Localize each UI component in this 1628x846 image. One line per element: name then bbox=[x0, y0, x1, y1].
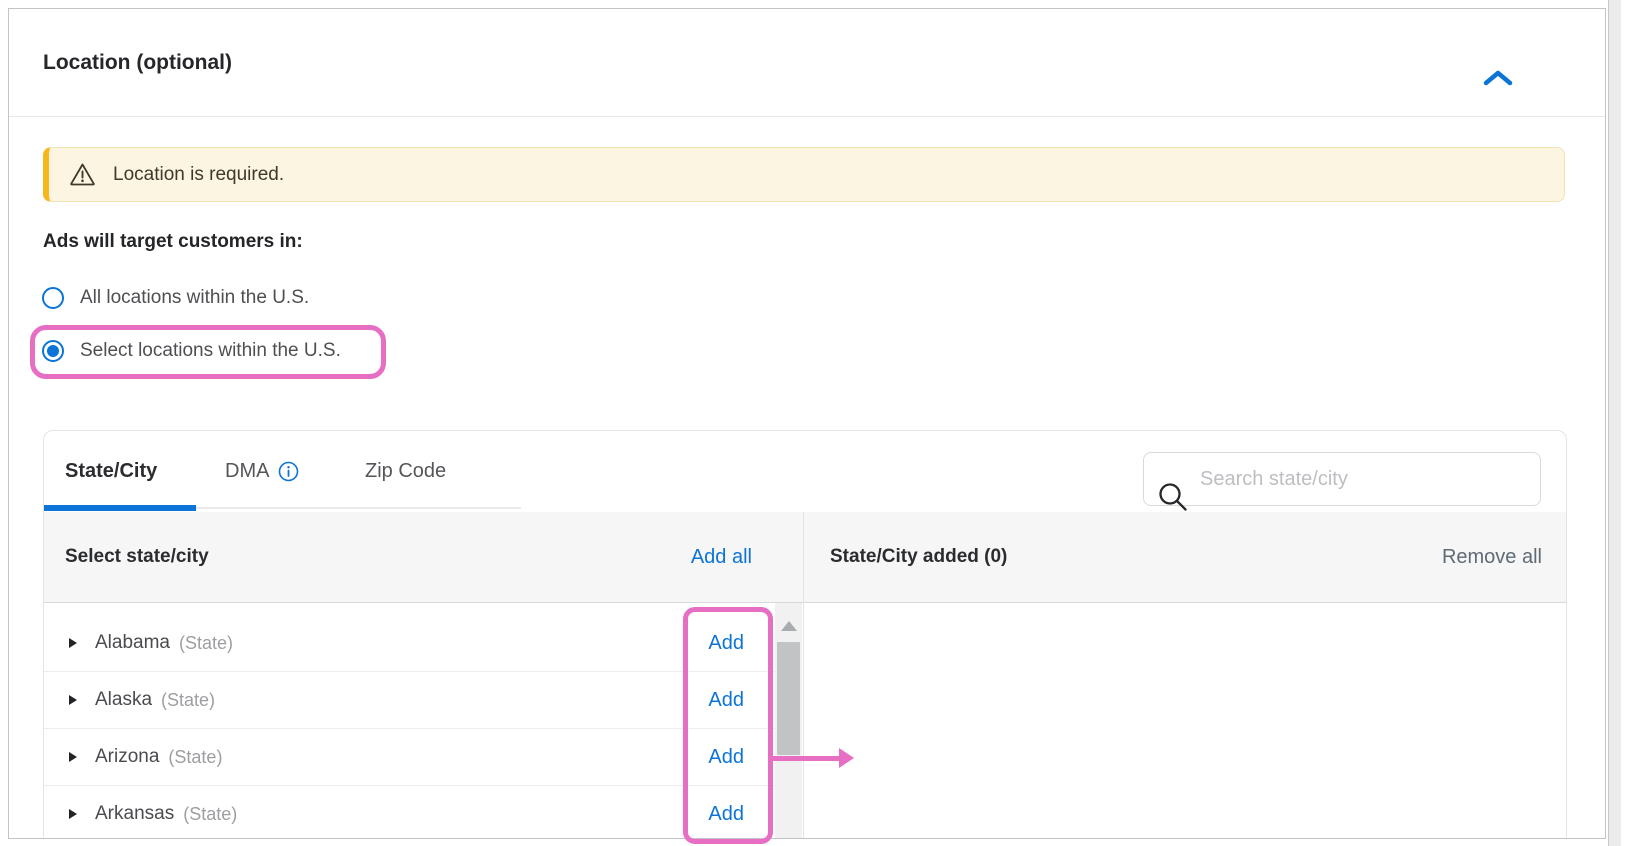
tab-zip-code[interactable]: Zip Code bbox=[365, 431, 446, 511]
scrollbar-thumb[interactable] bbox=[777, 642, 800, 755]
tab-bar: State/City DMA Zip Code bbox=[44, 431, 1566, 511]
added-column-header: State/City added (0) Remove all bbox=[804, 512, 1566, 603]
state-type-label: (State) bbox=[161, 689, 216, 710]
active-tab-underline bbox=[44, 505, 196, 511]
state-row: Alabama (State) Add bbox=[44, 615, 775, 672]
radio-option-label: All locations within the U.S. bbox=[80, 287, 310, 308]
location-card: Location (optional) Location is required… bbox=[8, 8, 1606, 839]
state-name: Alaska bbox=[95, 689, 153, 710]
targeting-label: Ads will target customers in: bbox=[43, 231, 303, 252]
alert-banner: Location is required. bbox=[43, 147, 1565, 202]
radio-option-select-locations[interactable]: Select locations within the U.S. bbox=[42, 329, 341, 373]
info-icon[interactable] bbox=[278, 461, 299, 482]
list-scrollbar[interactable] bbox=[775, 603, 802, 838]
tab-dma[interactable]: DMA bbox=[225, 431, 299, 511]
alert-text: Location is required. bbox=[113, 163, 285, 185]
tab-label: State/City bbox=[65, 459, 158, 482]
state-row: Arizona (State) Add bbox=[44, 729, 775, 786]
triangle-right-icon[interactable] bbox=[69, 638, 77, 648]
select-column-header: Select state/city Add all bbox=[44, 512, 803, 603]
radio-unselected-icon[interactable] bbox=[42, 287, 64, 309]
radio-selected-icon[interactable] bbox=[42, 340, 64, 362]
column-divider bbox=[803, 512, 804, 838]
add-link[interactable]: Add bbox=[708, 688, 744, 711]
state-type-label: (State) bbox=[168, 746, 223, 767]
add-link[interactable]: Add bbox=[708, 745, 744, 768]
state-name: Arizona bbox=[95, 746, 160, 767]
tab-state-city[interactable]: State/City bbox=[65, 431, 157, 511]
triangle-right-icon[interactable] bbox=[69, 695, 77, 705]
tab-label: DMA bbox=[225, 459, 270, 482]
tab-label: Zip Code bbox=[365, 459, 447, 482]
warning-triangle-icon bbox=[70, 163, 95, 186]
remove-all-link[interactable]: Remove all bbox=[1441, 545, 1542, 568]
location-picker-panel: State/City DMA Zip Code bbox=[43, 430, 1567, 838]
added-column-title: State/City added (0) bbox=[830, 546, 1008, 567]
add-all-link[interactable]: Add all bbox=[690, 545, 752, 568]
state-row: Alaska (State) Add bbox=[44, 672, 775, 729]
state-type-label: (State) bbox=[179, 632, 234, 653]
card-header: Location (optional) bbox=[9, 9, 1605, 117]
tab-rule bbox=[44, 507, 521, 509]
scroll-up-icon[interactable] bbox=[781, 621, 797, 631]
state-list: Alabama (State) Add Alaska (State) Add A… bbox=[44, 603, 775, 838]
section-title: Location (optional) bbox=[43, 50, 232, 74]
search-input[interactable] bbox=[1144, 453, 1540, 505]
state-type-label: (State) bbox=[183, 803, 238, 824]
state-row: Arkansas (State) Add bbox=[44, 786, 775, 838]
search-box bbox=[1143, 452, 1541, 511]
chevron-up-icon[interactable] bbox=[1482, 69, 1514, 87]
radio-option-label: Select locations within the U.S. bbox=[80, 340, 341, 361]
select-column-title: Select state/city bbox=[65, 546, 209, 567]
state-name: Arkansas bbox=[95, 803, 175, 824]
state-name: Alabama bbox=[95, 632, 170, 653]
add-link[interactable]: Add bbox=[708, 631, 744, 654]
add-link[interactable]: Add bbox=[708, 802, 744, 825]
radio-option-all-locations[interactable]: All locations within the U.S. bbox=[42, 276, 309, 320]
triangle-right-icon[interactable] bbox=[69, 809, 77, 819]
triangle-right-icon[interactable] bbox=[69, 752, 77, 762]
window-scrollbar-gutter[interactable] bbox=[1608, 0, 1621, 846]
